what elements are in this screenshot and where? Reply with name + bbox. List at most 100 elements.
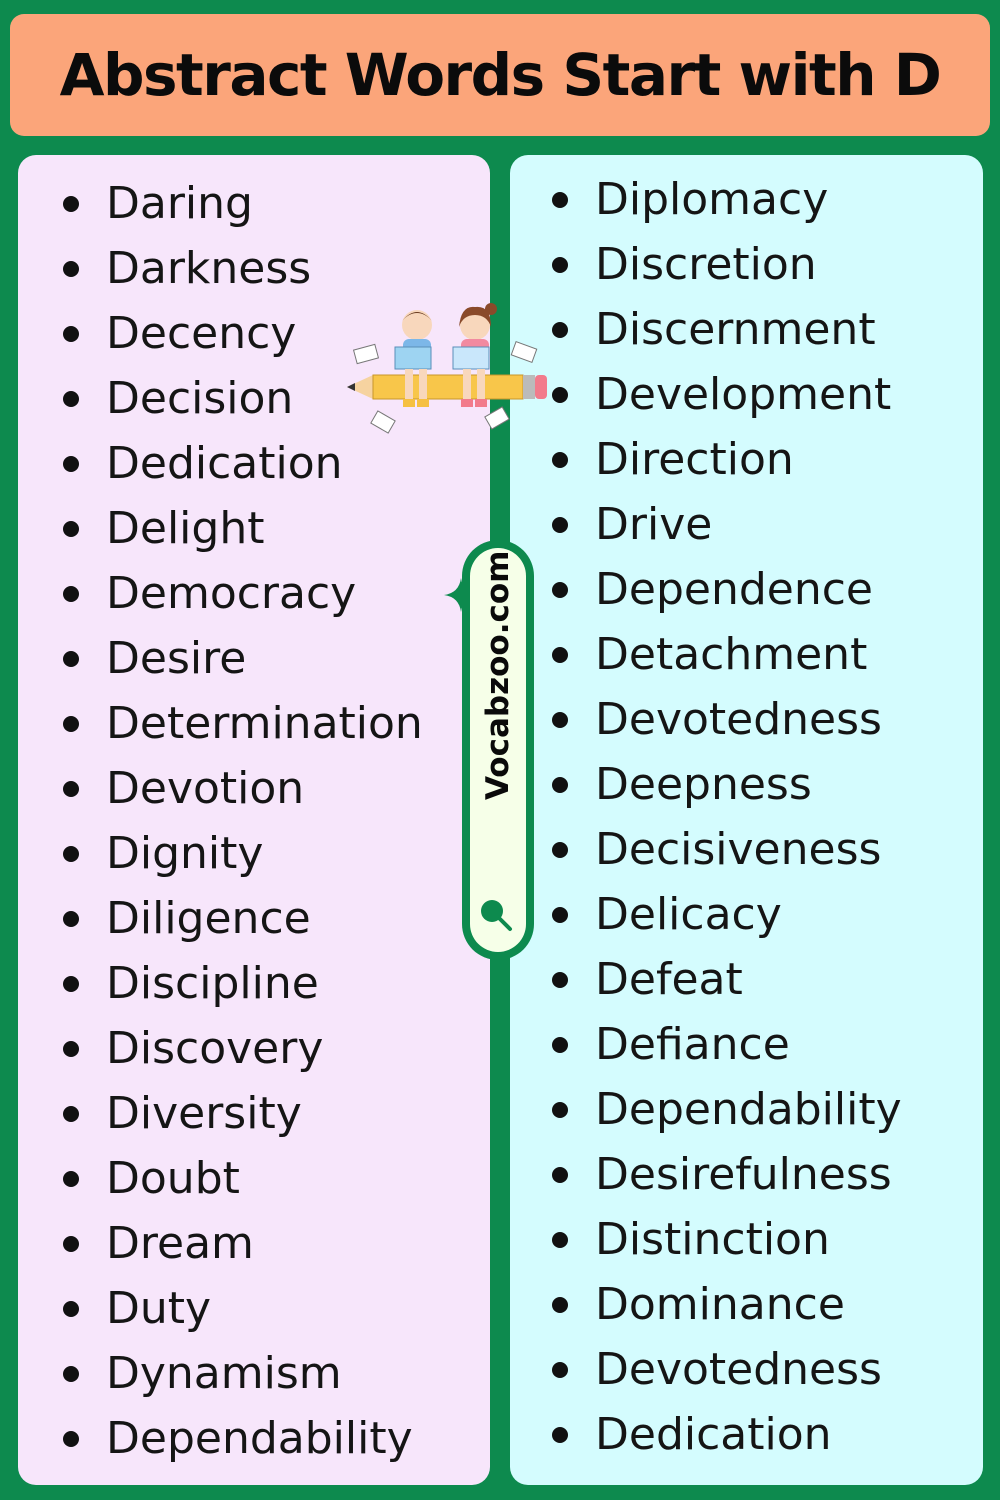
word-text: Darkness bbox=[106, 243, 312, 294]
bullet-icon bbox=[552, 1036, 568, 1053]
word-list-item: Dominance bbox=[552, 1272, 902, 1337]
bullet-icon bbox=[63, 390, 79, 407]
bullet-icon bbox=[552, 646, 568, 663]
word-list-item: Drive bbox=[552, 492, 902, 557]
word-text: Decisiveness bbox=[595, 824, 882, 875]
word-list-item: Discipline bbox=[63, 951, 423, 1016]
word-text: Dedication bbox=[595, 1409, 832, 1460]
word-text: Distinction bbox=[595, 1214, 830, 1265]
bullet-icon bbox=[63, 585, 79, 602]
word-text: Determination bbox=[106, 698, 423, 749]
word-text: Doubt bbox=[106, 1153, 240, 1204]
word-list-item: Dependence bbox=[552, 557, 902, 622]
word-list-item: Discretion bbox=[552, 232, 902, 297]
word-text: Desire bbox=[106, 633, 247, 684]
bullet-icon bbox=[63, 1040, 79, 1057]
word-list-item: Diversity bbox=[63, 1081, 423, 1146]
word-text: Dominance bbox=[595, 1279, 845, 1330]
word-text: Deepness bbox=[595, 759, 812, 810]
word-text: Devotion bbox=[106, 763, 305, 814]
word-list-item: Distinction bbox=[552, 1207, 902, 1272]
word-list-item: Defiance bbox=[552, 1012, 902, 1077]
word-list-item: Decency bbox=[63, 301, 423, 366]
word-text: Discovery bbox=[106, 1023, 324, 1074]
bullet-icon bbox=[552, 1426, 568, 1443]
word-text: Discipline bbox=[106, 958, 319, 1009]
bullet-icon bbox=[63, 195, 79, 212]
bullet-icon bbox=[552, 386, 568, 403]
word-text: Dependence bbox=[595, 564, 873, 615]
word-text: Diligence bbox=[106, 893, 311, 944]
word-text: Direction bbox=[595, 434, 794, 485]
word-list-item: Development bbox=[552, 362, 902, 427]
word-list-item: Discovery bbox=[63, 1016, 423, 1081]
word-list-item: Determination bbox=[63, 691, 423, 756]
word-text: Democracy bbox=[106, 568, 357, 619]
word-text: Devotedness bbox=[595, 694, 882, 745]
bullet-icon bbox=[63, 975, 79, 992]
word-list-item: Devotion bbox=[63, 756, 423, 821]
sparkle-icon bbox=[444, 578, 478, 612]
word-text: Decision bbox=[106, 373, 294, 424]
bullet-icon bbox=[552, 841, 568, 858]
bullet-icon bbox=[552, 256, 568, 273]
bullet-icon bbox=[552, 1101, 568, 1118]
bullet-icon bbox=[63, 1105, 79, 1122]
word-text: Detachment bbox=[595, 629, 868, 680]
bullet-icon bbox=[63, 780, 79, 797]
word-list-item: Desirefulness bbox=[552, 1142, 902, 1207]
word-text: Dependability bbox=[106, 1413, 413, 1464]
bullet-icon bbox=[552, 776, 568, 793]
word-text: Discretion bbox=[595, 239, 817, 290]
word-text: Delicacy bbox=[595, 889, 782, 940]
bullet-icon bbox=[552, 191, 568, 208]
bullet-icon bbox=[552, 711, 568, 728]
word-text: Defiance bbox=[595, 1019, 790, 1070]
bullet-icon bbox=[63, 260, 79, 277]
word-text: Duty bbox=[106, 1283, 212, 1334]
bullet-icon bbox=[63, 520, 79, 537]
bullet-icon bbox=[63, 1430, 79, 1447]
bullet-icon bbox=[552, 1231, 568, 1248]
bullet-icon bbox=[63, 325, 79, 342]
word-list-item: Doubt bbox=[63, 1146, 423, 1211]
word-list-item: Dedication bbox=[63, 431, 423, 496]
kids-reading-illustration bbox=[347, 303, 547, 434]
word-text: Dedication bbox=[106, 438, 343, 489]
word-list-item: Delicacy bbox=[552, 882, 902, 947]
word-text: Dream bbox=[106, 1218, 254, 1269]
bullet-icon bbox=[63, 1235, 79, 1252]
bullet-icon bbox=[552, 906, 568, 923]
bullet-icon bbox=[63, 1170, 79, 1187]
word-list-item: Discernment bbox=[552, 297, 902, 362]
word-list-item: Daring bbox=[63, 171, 423, 236]
word-list-item: Deepness bbox=[552, 752, 902, 817]
page-title: Abstract Words Start with D bbox=[59, 41, 942, 109]
word-list-item: Duty bbox=[63, 1276, 423, 1341]
word-text: Dependability bbox=[595, 1084, 902, 1135]
watermark-badge-inner bbox=[470, 548, 526, 952]
bullet-icon bbox=[63, 1365, 79, 1382]
bullet-icon bbox=[552, 516, 568, 533]
word-text: Desirefulness bbox=[595, 1149, 892, 1200]
title-banner: Abstract Words Start with D bbox=[10, 14, 990, 136]
word-list-item: Direction bbox=[552, 427, 902, 492]
word-text: Delight bbox=[106, 503, 265, 554]
watermark-text: Vocabzoo.com bbox=[480, 550, 516, 800]
bullet-icon bbox=[63, 715, 79, 732]
word-list-item: Dependability bbox=[63, 1406, 423, 1471]
bullet-icon bbox=[552, 1166, 568, 1183]
word-text: Discernment bbox=[595, 304, 876, 355]
word-text: Defeat bbox=[595, 954, 743, 1005]
word-text: Development bbox=[595, 369, 892, 420]
search-icon bbox=[481, 900, 512, 931]
bullet-icon bbox=[63, 845, 79, 862]
bullet-icon bbox=[552, 321, 568, 338]
word-list-item: Devotedness bbox=[552, 1337, 902, 1402]
word-list-item: Democracy bbox=[63, 561, 423, 626]
word-text: Dignity bbox=[106, 828, 264, 879]
word-list-item: Decision bbox=[63, 366, 423, 431]
